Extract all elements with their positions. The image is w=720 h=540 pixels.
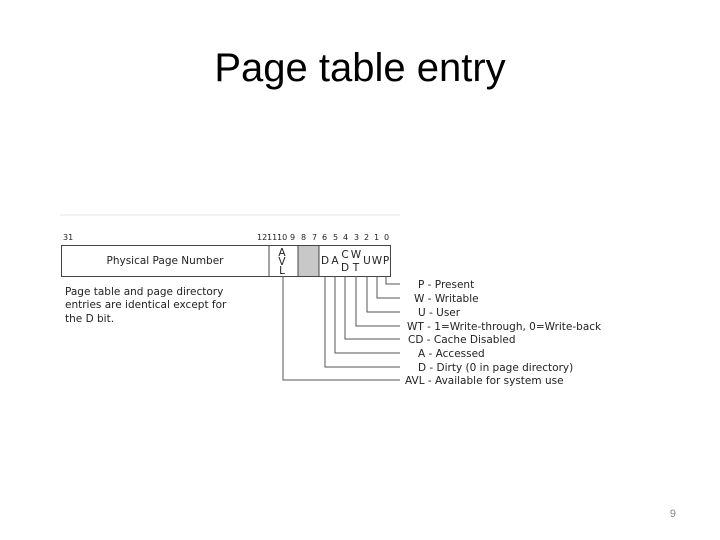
bit-label-8: 8 — [301, 233, 306, 242]
legend: P - Present W - Writable U - User WT - 1… — [405, 279, 602, 387]
bit-labels: 31 12 11 10 9 8 7 6 5 4 3 2 1 0 — [63, 233, 389, 242]
bit-label-3: 3 — [354, 233, 359, 242]
field-a: A — [331, 255, 339, 267]
bit-label-9: 9 — [290, 233, 295, 242]
bit-label-7: 7 — [312, 233, 317, 242]
legend-avl: AVL - Available for system use — [405, 375, 564, 387]
field-avl-v: V — [278, 256, 286, 268]
bit-label-4: 4 — [343, 233, 348, 242]
field-avl-a: A — [278, 247, 286, 259]
leader-line-cd — [344, 276, 400, 340]
leader-line-p — [385, 276, 400, 285]
field-wt-t: T — [352, 262, 360, 274]
legend-p: P - Present — [418, 279, 474, 291]
bit-label-1: 1 — [374, 233, 379, 242]
leader-line-d — [324, 276, 400, 368]
note-line-1: Page table and page directory — [65, 286, 223, 298]
leader-line-avl — [282, 276, 400, 381]
field-avl-l: L — [279, 265, 285, 277]
bit-label-0: 0 — [384, 233, 389, 242]
leader-line-u — [366, 276, 400, 313]
field-cd-c: C — [341, 249, 348, 261]
legend-u: U - User — [418, 307, 461, 319]
leader-line-w — [376, 276, 400, 299]
note-line-3: the D bit. — [65, 313, 114, 325]
field-d: D — [321, 255, 329, 267]
legend-a: A - Accessed — [418, 348, 485, 360]
bit-label-31: 31 — [63, 233, 73, 242]
slide-title: Page table entry — [214, 46, 506, 90]
note: Page table and page directory entries ar… — [65, 286, 227, 325]
bit-label-11: 11 — [267, 233, 277, 242]
bit-label-12: 12 — [257, 233, 267, 242]
entry-outline — [61, 245, 391, 277]
legend-d: D - Dirty (0 in page directory) — [418, 362, 573, 374]
slide-number: 9 — [669, 508, 676, 520]
field-cd-d: D — [341, 262, 349, 274]
legend-cd: CD - Cache Disabled — [408, 334, 516, 346]
field-u: U — [363, 255, 371, 267]
entry-box: Physical Page Number A V L D A C D W T U… — [61, 245, 391, 277]
note-line-2: entries are identical except for — [65, 299, 227, 311]
field-w: W — [372, 255, 383, 267]
bit-label-6: 6 — [322, 233, 327, 242]
leader-line-a — [334, 276, 400, 354]
bit-label-10: 10 — [277, 233, 287, 242]
reserved-bits-cell — [298, 245, 319, 276]
bit-label-2: 2 — [364, 233, 369, 242]
leader-line-wt — [355, 276, 400, 327]
legend-w: W - Writable — [414, 293, 479, 305]
field-physical-page-number: Physical Page Number — [107, 255, 225, 267]
field-wt-w: W — [351, 249, 362, 261]
field-p: P — [383, 255, 389, 267]
bit-label-5: 5 — [333, 233, 338, 242]
legend-wt: WT - 1=Write-through, 0=Write-back — [407, 321, 602, 333]
leader-lines — [282, 276, 400, 381]
